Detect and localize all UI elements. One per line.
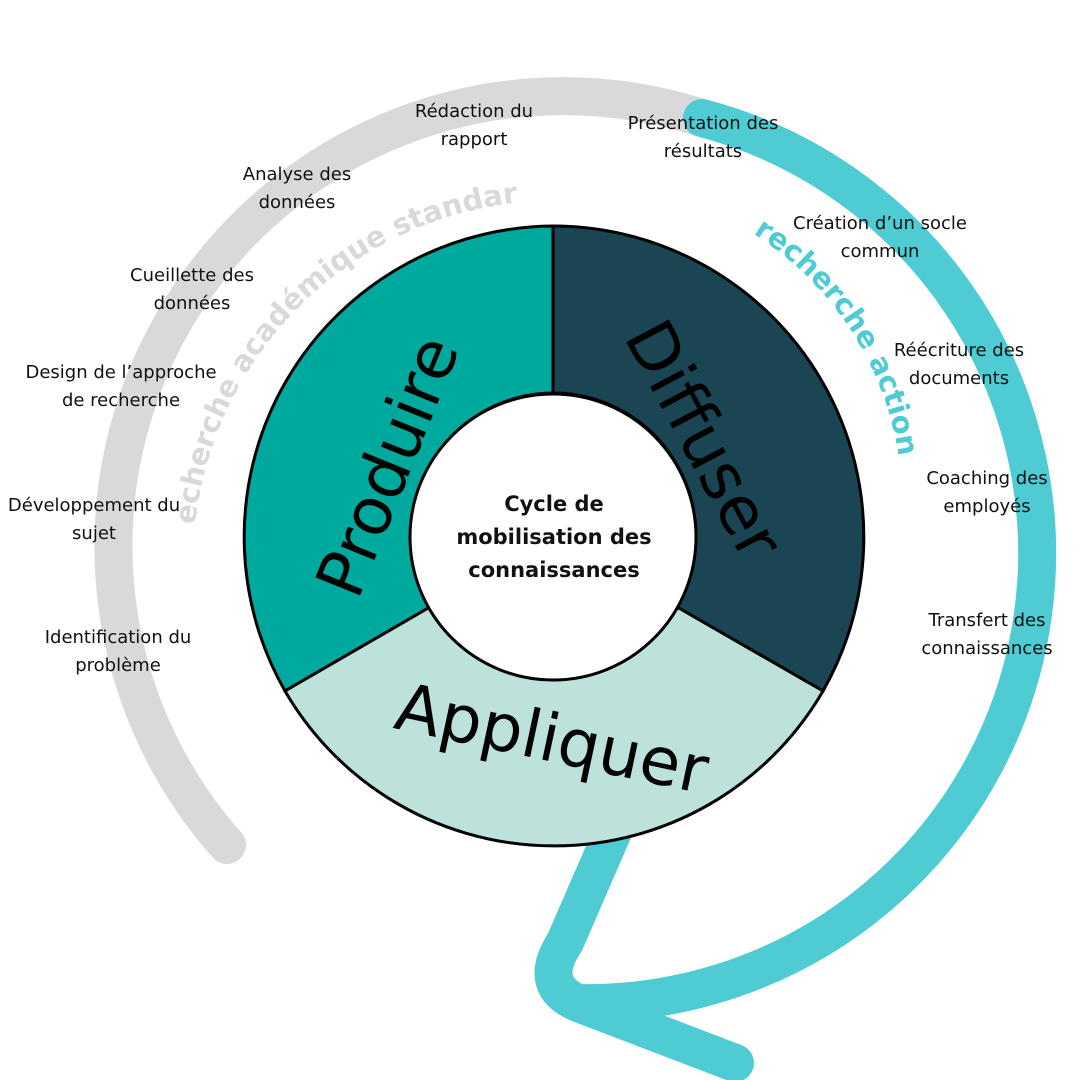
center-title: Cycle de mobilisation des connaissances [430,488,678,587]
step-cueillette: Cueillette des données [130,262,254,318]
step-design: Design de l’approche de recherche [25,359,216,415]
step-coaching: Coaching des employés [926,465,1047,521]
step-identification: Identification du problème [45,624,192,680]
step-label: Transfert des [928,610,1046,631]
center-title-line: mobilisation des [456,525,652,549]
step-label: Cueillette des [130,265,254,286]
center-title-line: connaissances [468,558,640,582]
step-creation: Création d’un socle commun [793,210,967,266]
step-developpement: Développement du sujet [8,492,180,548]
step-analyse: Analyse des données [243,161,351,217]
step-label: connaissances [921,638,1053,659]
step-label: commun [840,241,920,262]
step-label: Présentation des [627,113,779,134]
step-transfert: Transfert des connaissances [921,607,1052,663]
step-label: sujet [72,523,116,544]
step-label: données [153,293,231,314]
step-label: Coaching des [926,468,1048,489]
step-redaction: Rédaction du rapport [415,98,533,154]
step-label: Rédaction du [414,101,534,122]
step-label: Réécriture des [893,340,1025,361]
step-label: données [258,192,336,213]
center-title-line: Cycle de [504,492,604,516]
step-label: Analyse des [242,164,352,185]
step-presentation: Présentation des résultats [628,110,779,166]
step-label: rapport [440,129,508,150]
step-reecriture: Réécriture des documents [894,337,1024,393]
step-label: Design de l’approche [25,362,217,383]
step-label: Développement du [7,495,181,516]
step-label: résultats [663,141,743,162]
center-circle [408,392,698,682]
action-research-arc [534,99,1057,1080]
step-label: Identification du [44,627,192,648]
standard-research-arc [94,77,721,864]
step-label: Création d’un socle [793,213,967,234]
step-label: problème [75,655,161,676]
step-label: employés [943,496,1031,517]
step-label: de recherche [61,390,181,411]
step-label: documents [908,368,1010,389]
